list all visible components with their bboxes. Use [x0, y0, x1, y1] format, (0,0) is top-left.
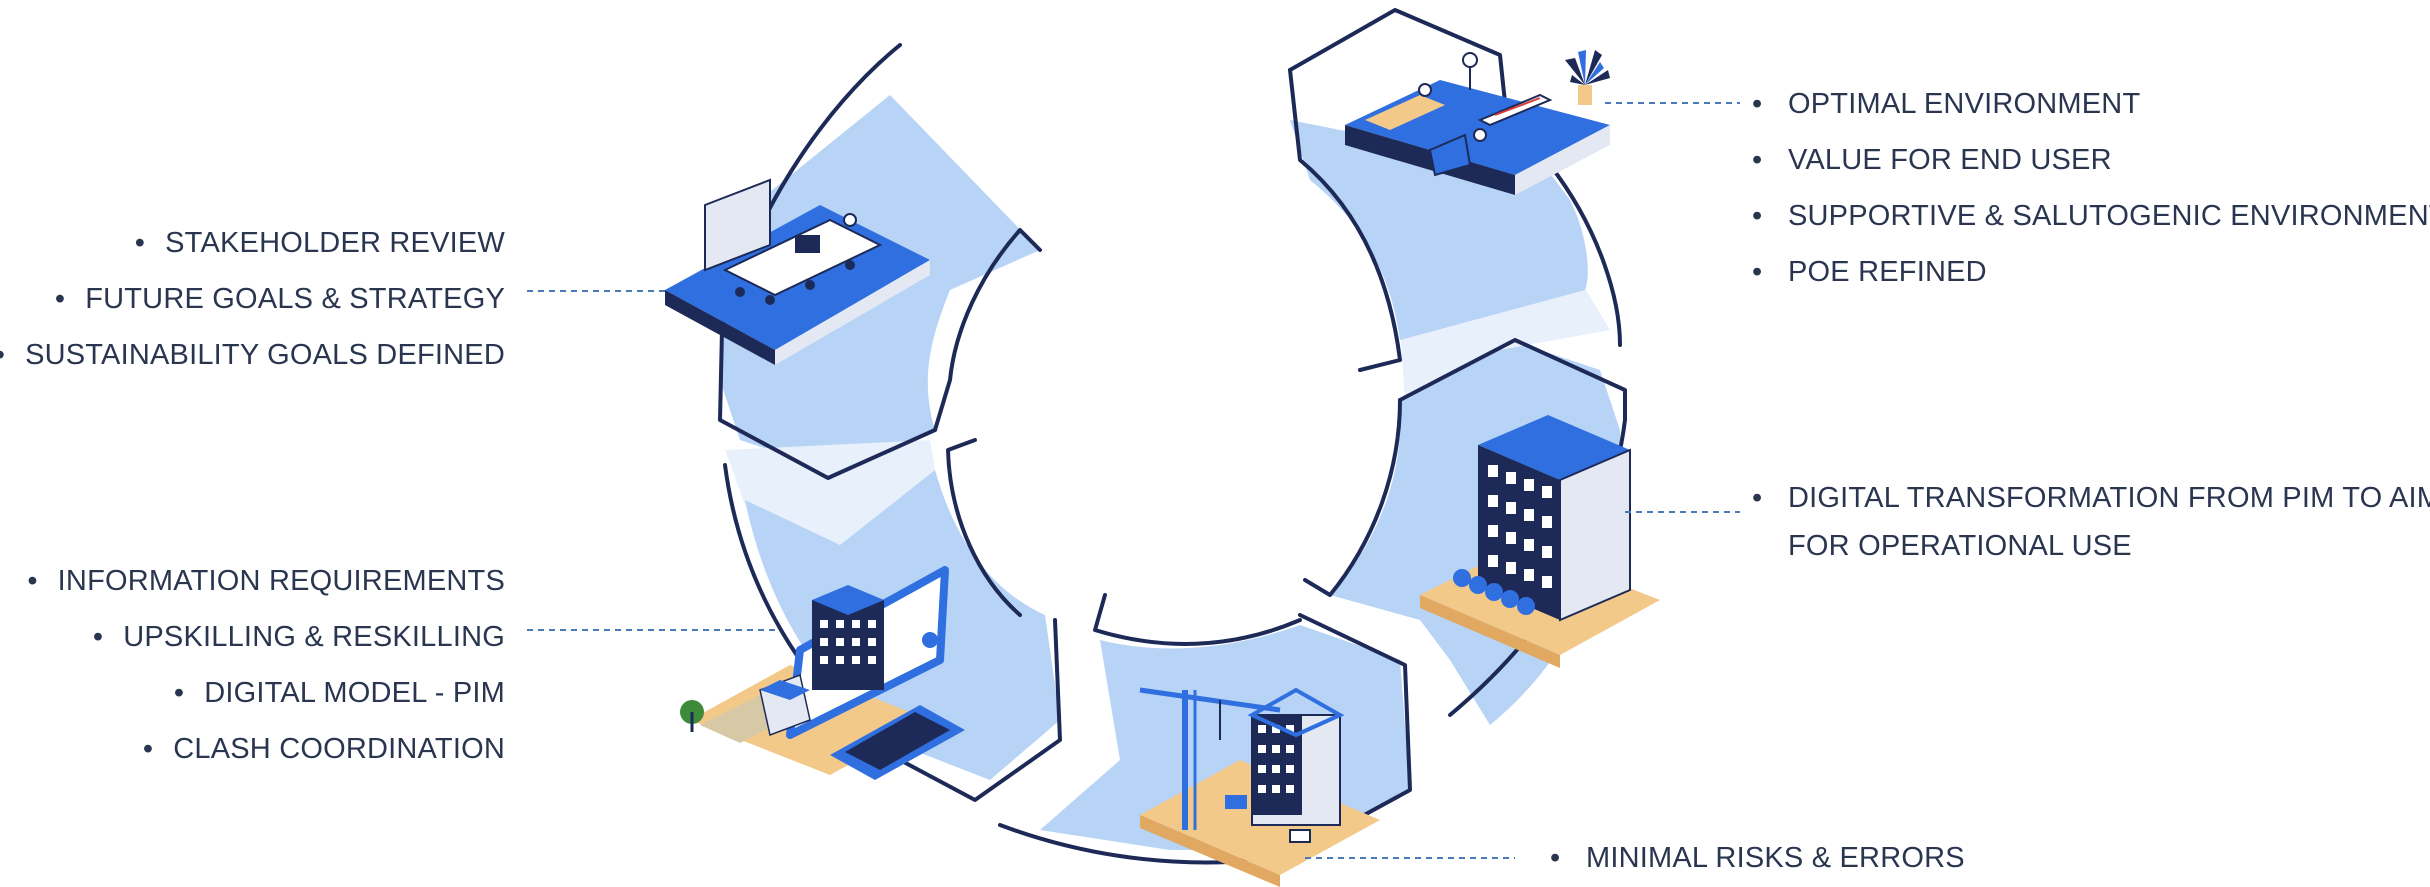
list-item: DIGITAL MODEL - PIM — [27, 665, 505, 721]
outline-stage-1-inner — [933, 228, 1042, 432]
leader-lines — [527, 102, 1740, 859]
list-item: SUPPORTIVE & SALUTOGENIC ENVIRONMENT — [1788, 188, 2430, 244]
cycle-connector-2 — [1400, 280, 1610, 400]
list-item: VALUE FOR END USER — [1788, 132, 2430, 188]
construction-crane-icon — [1139, 687, 1380, 887]
list-item: STAKEHOLDER REVIEW — [0, 215, 505, 271]
meeting-room-icon — [665, 178, 930, 365]
laptop-bim-model-icon — [680, 566, 965, 780]
list-item: CLASH COORDINATION — [27, 721, 505, 777]
construction-bullet-list: MINIMAL RISKS & ERRORS — [1550, 830, 1965, 886]
cycle-connector-1 — [725, 440, 935, 545]
outline-stage-4-inner — [1303, 398, 1402, 597]
list-item: UPSKILLING & RESKILLING — [27, 609, 505, 665]
list-item: INFORMATION REQUIREMENTS — [27, 553, 505, 609]
outline-stage-2-inner — [946, 438, 1022, 617]
list-item: POE REFINED — [1788, 244, 2430, 300]
outline-stage-5-outer — [1548, 163, 1622, 347]
operation-bullet-list: OPTIMAL ENVIRONMENT VALUE FOR END USER S… — [1752, 76, 2430, 300]
handover-bullet-list: DIGITAL TRANSFORMATION FROM PIM TO AIM F… — [1752, 474, 2430, 570]
outline-stage-5-inner — [1288, 68, 1402, 372]
stakeholder-bullet-list: STAKEHOLDER REVIEW FUTURE GOALS & STRATE… — [0, 215, 505, 383]
list-item: FUTURE GOALS & STRATEGY — [0, 271, 505, 327]
list-item: SUSTAINABILITY GOALS DEFINED — [0, 327, 505, 383]
list-item: MINIMAL RISKS & ERRORS — [1586, 830, 1965, 886]
office-interior-icon — [1345, 50, 1610, 195]
office-building-icon — [1420, 415, 1660, 668]
list-item: DIGITAL TRANSFORMATION FROM PIM TO AIM F… — [1788, 474, 2430, 570]
outline-stage-3-inner — [1093, 593, 1302, 646]
list-item: OPTIMAL ENVIRONMENT — [1788, 76, 2430, 132]
design-bullet-list: INFORMATION REQUIREMENTS UPSKILLING & RE… — [27, 553, 505, 777]
